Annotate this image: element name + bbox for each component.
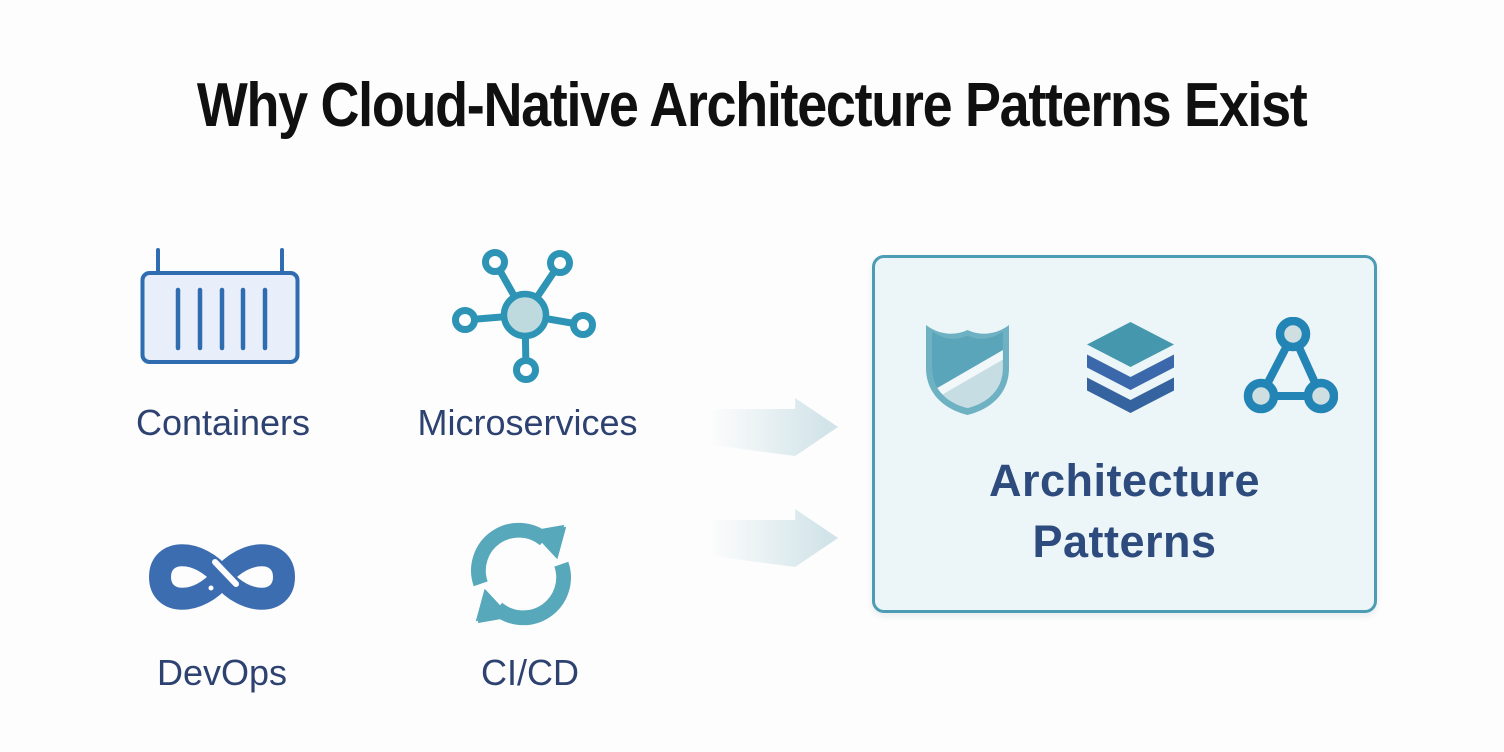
flow-arrow-icon (712, 398, 838, 456)
box-title-line2: Patterns (1032, 516, 1217, 568)
network-triangle-icon (1243, 317, 1338, 414)
feature-label-devops: DevOps (156, 652, 288, 693)
cycle-arrows-icon (471, 522, 571, 626)
feature-label-microservices: Microservices (417, 402, 638, 443)
box-title-line1: Architecture (988, 455, 1261, 506)
shield-icon (926, 325, 1009, 415)
layer-stack-icon (1087, 322, 1174, 413)
feature-label-cicd: CI/CD (481, 652, 579, 693)
microservices-hub-icon (452, 249, 596, 383)
feature-label-containers: Containers (135, 402, 311, 443)
infinity-icon (149, 544, 295, 610)
page-title: Why Cloud-Native Architecture Patterns E… (197, 71, 1308, 140)
architecture-patterns-box (872, 255, 1377, 613)
container-icon (140, 248, 300, 364)
flow-arrow-icon (712, 509, 838, 567)
box-title: Architecture Patterns (872, 450, 1377, 572)
